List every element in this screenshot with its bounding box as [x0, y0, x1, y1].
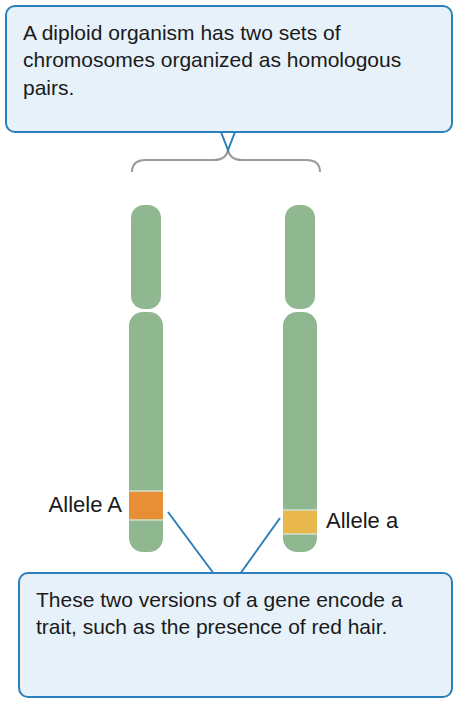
callout-box: A diploid organism has two sets of chrom… — [5, 5, 453, 133]
allele-label: Allele a — [326, 508, 398, 534]
callout-text: These two versions of a gene encode a tr… — [36, 586, 435, 641]
allele-band — [129, 491, 163, 520]
allele-band — [283, 510, 317, 534]
callout-box: These two versions of a gene encode a tr… — [18, 572, 453, 698]
chromosome-left — [129, 205, 163, 552]
bracket — [132, 150, 320, 172]
allele-label: Allele A — [49, 492, 122, 518]
chromosome-right — [283, 205, 317, 552]
callout-pointer — [168, 132, 280, 574]
callout-text: A diploid organism has two sets of chrom… — [23, 19, 435, 101]
